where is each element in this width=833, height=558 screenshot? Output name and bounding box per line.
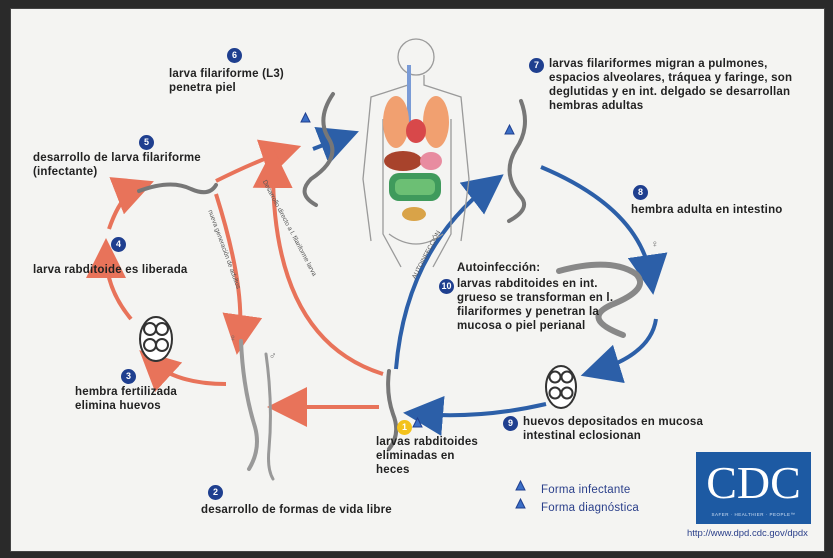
source-url: http://www.dpd.cdc.gov/dpdx [687, 528, 808, 539]
stage-10-badge: 10 [439, 279, 454, 294]
worm-5 [139, 184, 216, 192]
arrow-9-to-1 [419, 404, 546, 415]
legend-infective-label: Forma infectante [541, 483, 631, 497]
eggs-3 [140, 317, 172, 361]
legend-diagnostic-label: Forma diagnóstica [541, 501, 639, 515]
stage-2-badge: 2 [208, 485, 223, 500]
stage-3-label: hembra fertilizada elimina huevos [75, 385, 200, 413]
stage-8-badge: 8 [633, 185, 648, 200]
arrow-2-to-3 [151, 361, 226, 384]
organs [383, 65, 449, 221]
stage-4-badge: 4 [111, 237, 126, 252]
stage-5-label: desarrollo de larva filariforme (infecta… [33, 151, 263, 179]
worm-6 [305, 94, 333, 205]
eggs-9 [546, 366, 576, 408]
cdc-logo-text: CDC [696, 458, 811, 508]
worm-7 [509, 101, 525, 221]
stage-3-badge: 3 [121, 369, 136, 384]
male-symbol-2: ♂ [269, 351, 277, 362]
arrow-4-to-5 [109, 187, 139, 229]
stage-1-label: larvas rabditoides eliminadas en heces [376, 435, 491, 477]
stage-7-badge: 7 [529, 58, 544, 73]
cdc-logo: CDC SAFER · HEALTHIER · PEOPLE™ [696, 452, 811, 524]
stage-5-badge: 5 [139, 135, 154, 150]
stage-4-label: larva rabditoide es liberada [33, 263, 188, 277]
legend-infective-triangle [516, 481, 525, 490]
female-symbol-8: ♀ [651, 239, 659, 250]
stage-10-title: Autoinfección: [457, 261, 540, 275]
worm-female-2 [241, 341, 257, 469]
human-figure [363, 39, 469, 267]
stage-10-label: larvas rabditoides en int. grueso se tra… [457, 277, 622, 333]
worm-male-2 [266, 354, 273, 479]
legend-diagnostic-triangle [516, 499, 525, 508]
stage-9-badge: 9 [503, 416, 518, 431]
stage-2-label: desarrollo de formas de vida libre [201, 503, 392, 517]
stage-6-badge: 6 [227, 48, 242, 63]
cdc-logo-slogan: SAFER · HEALTHIER · PEOPLE™ [696, 512, 811, 517]
stage-8-label: hembra adulta en intestino [631, 203, 791, 217]
stage-9-label: huevos depositados en mucosa intestinal … [523, 415, 753, 443]
diagnostic-triangle-1 [413, 418, 422, 427]
stage-6-label: larva filariforme (L3) penetra piel [169, 67, 294, 95]
arrow-direct [273, 164, 383, 374]
infective-triangle-7 [505, 125, 514, 134]
female-symbol-2: ♀ [229, 333, 237, 344]
stage-7-label: larvas filariformes migran a pulmones, e… [549, 57, 809, 113]
infective-triangle-6 [301, 113, 310, 122]
lifecycle-diagram: ♀ ♀ ♂ 6 larva filariforme (L3) penetra p… [10, 8, 825, 552]
stage-1-badge: 1 [397, 420, 412, 435]
